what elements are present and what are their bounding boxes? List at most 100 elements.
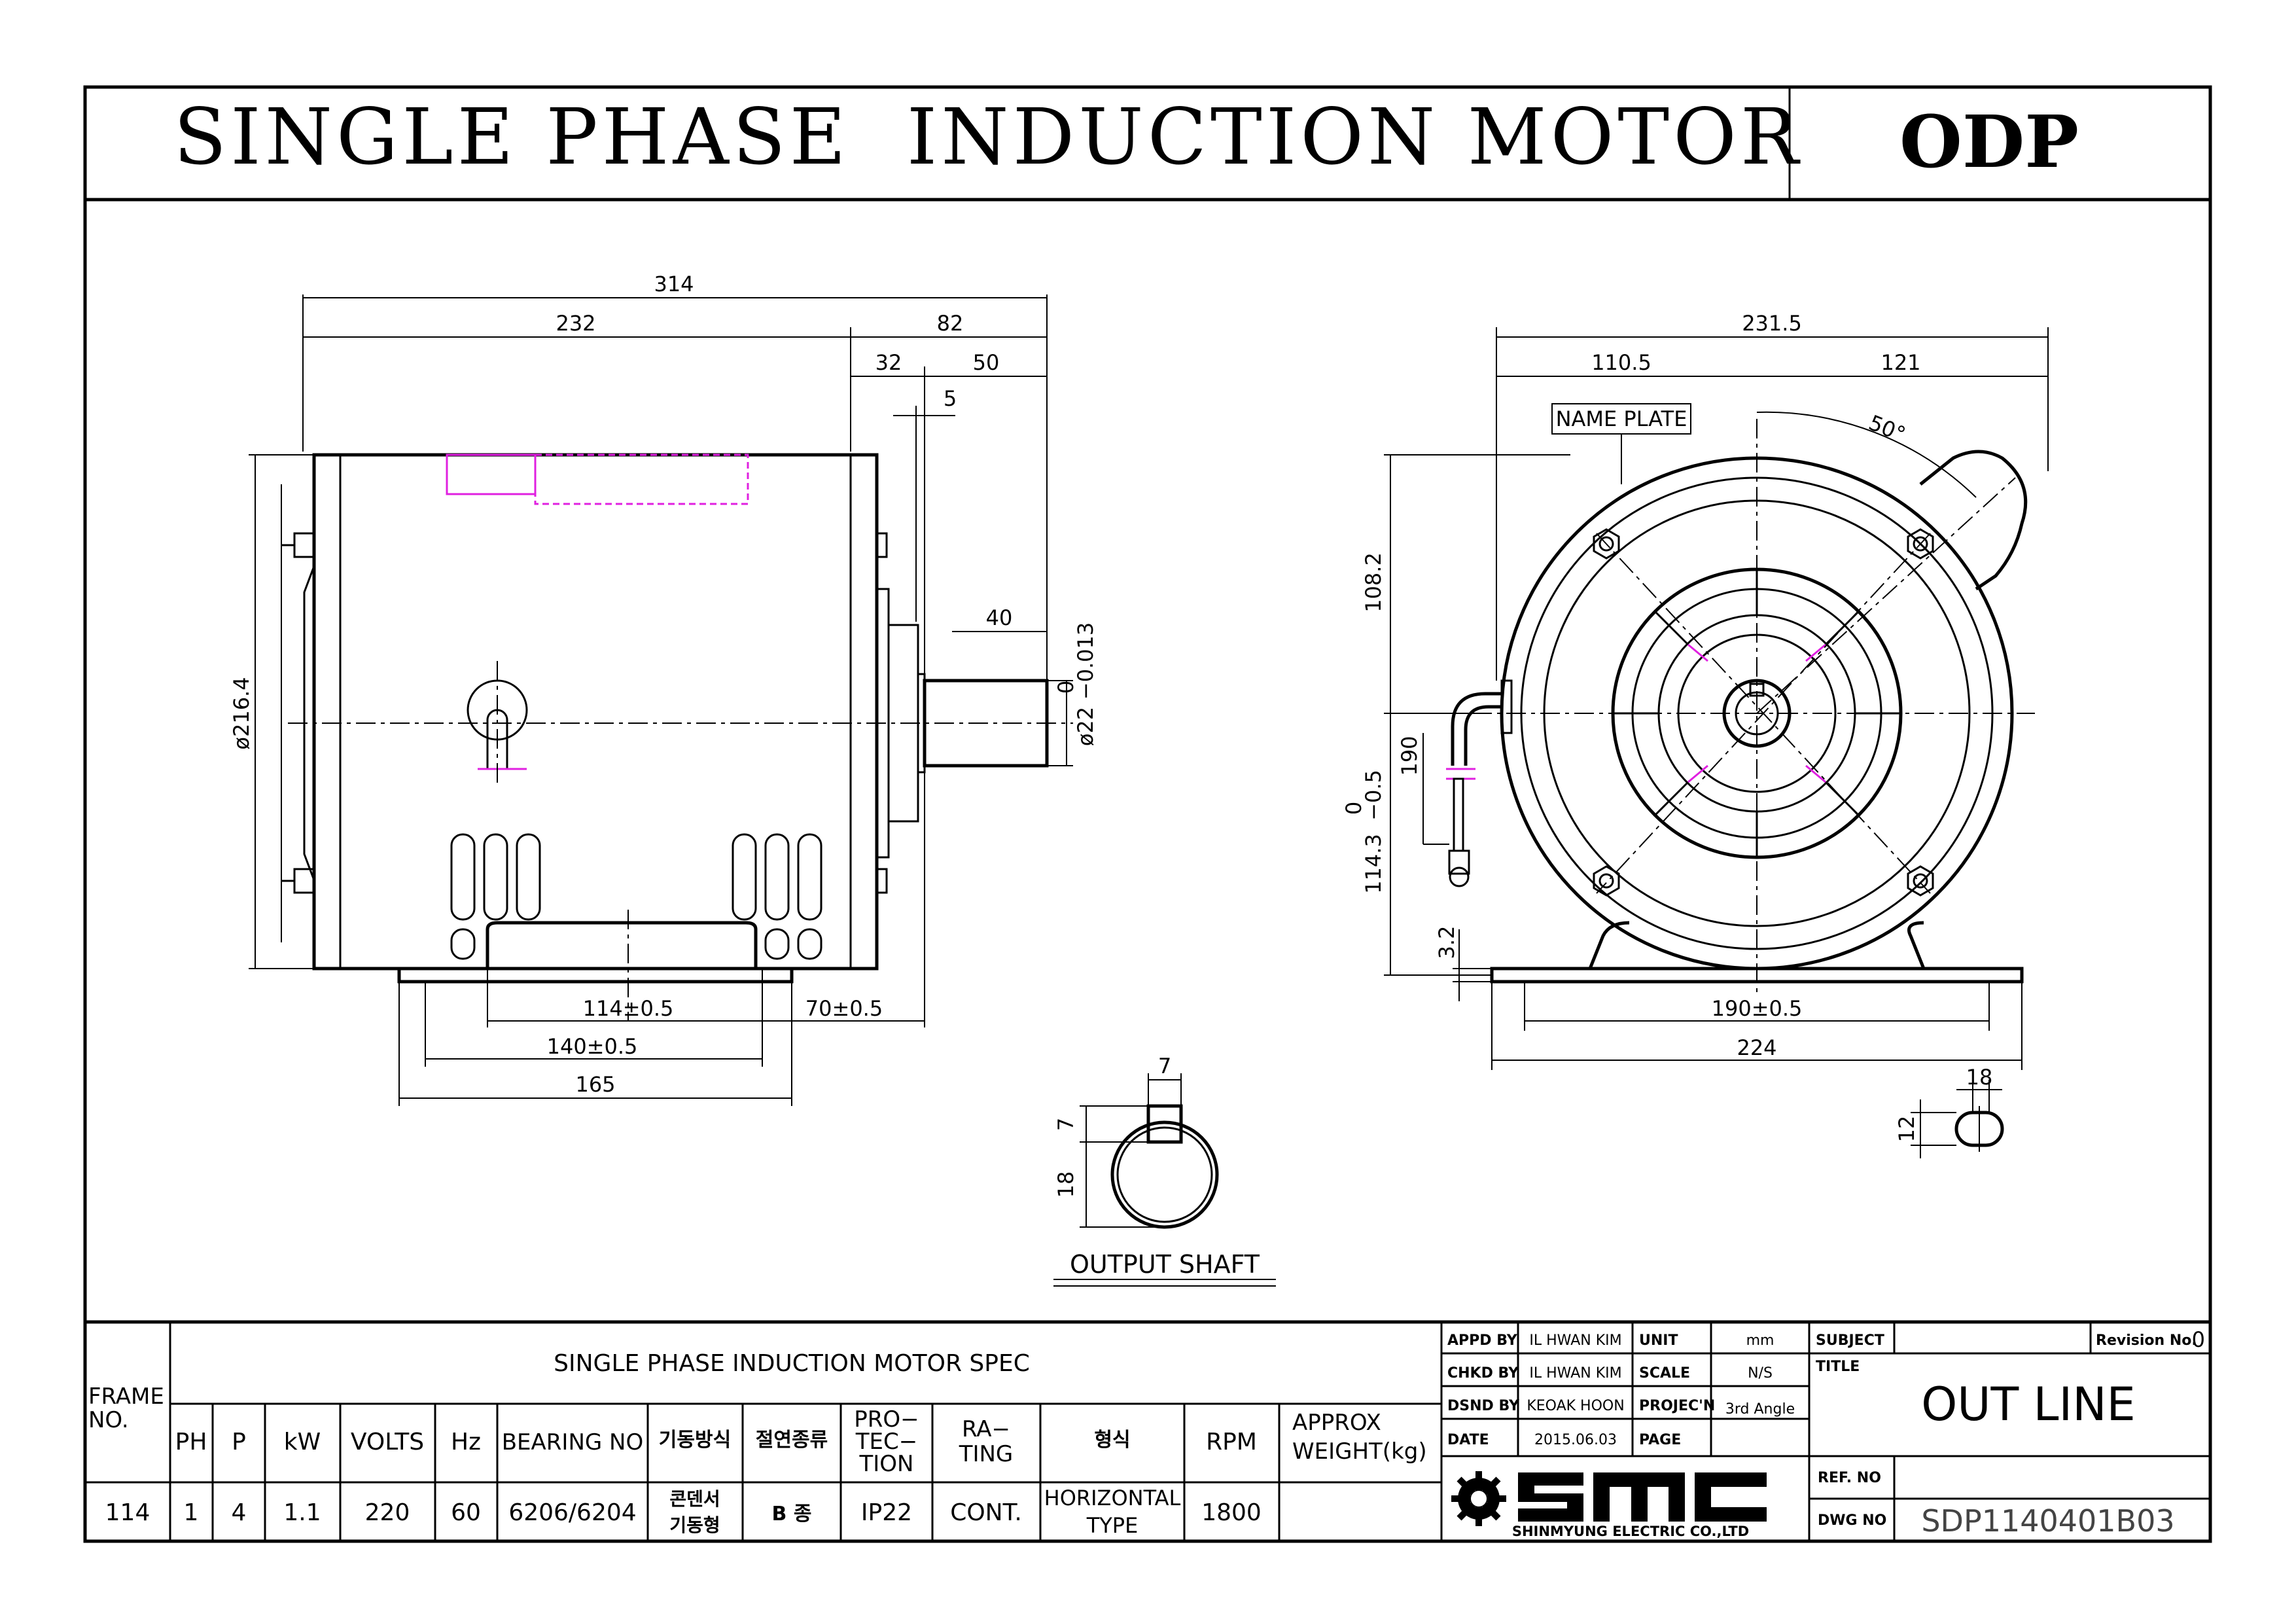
dim-shaft-dia: ø22 — [1073, 707, 1098, 746]
dim-108-2: 108.2 — [1361, 552, 1386, 613]
revision-label: Revision No. — [2096, 1332, 2197, 1349]
hdr-p: P — [232, 1429, 246, 1455]
dim-70: 70±0.5 — [805, 996, 883, 1021]
cell-volts: 220 — [365, 1499, 410, 1526]
dim-140: 140±0.5 — [547, 1034, 638, 1059]
dim-5: 5 — [944, 386, 957, 411]
dim-slot-12: 12 — [1894, 1116, 1919, 1143]
unit-value: mm — [1746, 1332, 1775, 1349]
dim-190-cable: 190 — [1397, 736, 1422, 776]
dim-165: 165 — [575, 1072, 615, 1097]
title-label: TITLE — [1816, 1359, 1860, 1375]
side-view-dims: 314 232 82 32 50 5 40 0 −0.013 ø22 ø216.… — [229, 272, 1098, 1106]
dwg-label: DWG NO — [1818, 1512, 1886, 1529]
dim-190-foot: 190±0.5 — [1712, 996, 1803, 1021]
dim-121: 121 — [1881, 350, 1920, 375]
dim-key-depth: 7 — [1053, 1118, 1078, 1131]
unit-label: UNIT — [1639, 1332, 1678, 1349]
dim-114-3-tol-lower: −0.5 — [1361, 770, 1386, 821]
dwg-value: SDP1140401B03 — [1921, 1503, 2174, 1539]
type-code: ODP — [1899, 99, 2079, 184]
company-logo: SHINMYUNG ELECTRIC CO.,LTD — [1451, 1471, 1767, 1539]
dim-40: 40 — [986, 605, 1013, 630]
cell-start-2: 기동형 — [669, 1514, 720, 1536]
dim-key-width: 7 — [1158, 1054, 1171, 1079]
projection-label: PROJEC'N — [1639, 1398, 1715, 1414]
revision-value: 0 — [2192, 1327, 2205, 1352]
hdr-insulation: 절연종류 — [756, 1429, 828, 1452]
side-view — [281, 453, 1073, 1021]
cell-type-2: TYPE — [1086, 1513, 1139, 1538]
output-shaft-label: OUTPUT SHAFT — [1070, 1250, 1260, 1279]
dim-shaft-18: 18 — [1053, 1171, 1078, 1198]
motor-foot-side — [486, 921, 758, 969]
title-value: OUT LINE — [1921, 1378, 2136, 1431]
appd-label: APPD BY — [1447, 1332, 1518, 1349]
cell-rpm: 1800 — [1201, 1499, 1262, 1526]
hdr-bearing: BEARING NO — [502, 1429, 644, 1455]
hdr-kw: kW — [284, 1429, 321, 1455]
scale-value: N/S — [1748, 1365, 1773, 1382]
cable-gland — [1451, 692, 1502, 766]
cell-p: 4 — [232, 1499, 247, 1526]
company-name: SHINMYUNG ELECTRIC CO.,LTD — [1512, 1524, 1749, 1539]
cell-ph: 1 — [184, 1499, 199, 1526]
date-label: DATE — [1447, 1432, 1489, 1448]
dim-231-5: 231.5 — [1742, 311, 1802, 336]
cell-protection: IP22 — [861, 1499, 912, 1526]
hdr-rpm: RPM — [1206, 1429, 1257, 1455]
angle-50: 50° — [1865, 410, 1909, 447]
appd-value: IL HWAN KIM — [1529, 1332, 1621, 1349]
projection-value: 3rd Angle — [1725, 1401, 1795, 1418]
hdr-protection: PRO−TEC−TION — [854, 1406, 919, 1477]
dim-114: 114±0.5 — [583, 996, 674, 1021]
date-value: 2015.06.03 — [1534, 1432, 1617, 1448]
cell-bearing: 6206/6204 — [508, 1499, 636, 1526]
dim-32: 32 — [875, 350, 902, 375]
hdr-type: 형식 — [1094, 1429, 1130, 1452]
subject-label: SUBJECT — [1816, 1332, 1884, 1349]
dim-82: 82 — [937, 311, 964, 336]
smc-wordmark — [1518, 1472, 1767, 1522]
dim-shaft-tol-lower: −0.013 — [1073, 622, 1098, 700]
output-shaft-detail: 7 7 18 OUTPUT SHAFT — [1053, 1054, 1276, 1287]
ref-label: REF. NO — [1818, 1470, 1881, 1486]
dim-3-2: 3.2 — [1434, 926, 1459, 959]
main-title: SINGLE PHASE INDUCTION MOTOR — [173, 92, 1802, 182]
page-label: PAGE — [1639, 1432, 1681, 1448]
capacitor-housing — [1919, 450, 2028, 591]
motor-foot-front — [1588, 921, 1926, 969]
spec-heading: SINGLE PHASE INDUCTION MOTOR SPEC — [554, 1350, 1030, 1377]
dim-shaft-tol-upper: 0 — [1053, 681, 1078, 694]
slot-detail: 18 12 — [1894, 1065, 2004, 1158]
cell-type-1: HORIZONTAL — [1044, 1486, 1181, 1510]
gear-icon — [1451, 1471, 1506, 1526]
dim-50: 50 — [973, 350, 1000, 375]
info-block: SUBJECT Revision No. 0 TITLE OUT LINE RE… — [1809, 1322, 2210, 1541]
front-view — [1446, 419, 2035, 995]
cell-frame: 114 — [105, 1499, 150, 1526]
chkd-label: CHKD BY — [1447, 1365, 1519, 1382]
cell-insulation: B 종 — [772, 1503, 812, 1525]
sheet-border — [83, 85, 2212, 1543]
chkd-value: IL HWAN KIM — [1529, 1365, 1621, 1382]
dim-slot-18: 18 — [1966, 1065, 1993, 1090]
hdr-start-method: 기동방식 — [659, 1429, 731, 1452]
front-view-dims: NAME PLATE 50° 231.5 110.5 121 — [1341, 311, 2049, 1070]
shaft-key — [1146, 1104, 1183, 1144]
dim-114-3-tol-upper: 0 — [1341, 802, 1366, 815]
cell-kw: 1.1 — [283, 1499, 321, 1526]
hdr-rating: RA−TING — [959, 1416, 1014, 1467]
dim-224: 224 — [1737, 1035, 1776, 1060]
dsnd-value: KEOAK HOON — [1527, 1398, 1624, 1414]
scale-label: SCALE — [1639, 1365, 1690, 1382]
hdr-volts: VOLTS — [351, 1429, 424, 1455]
dim-body-dia: ø216.4 — [229, 677, 254, 749]
name-plate-label: NAME PLATE — [1556, 406, 1687, 431]
dim-314: 314 — [654, 272, 694, 296]
dim-114-3: 114.3 — [1361, 834, 1386, 894]
